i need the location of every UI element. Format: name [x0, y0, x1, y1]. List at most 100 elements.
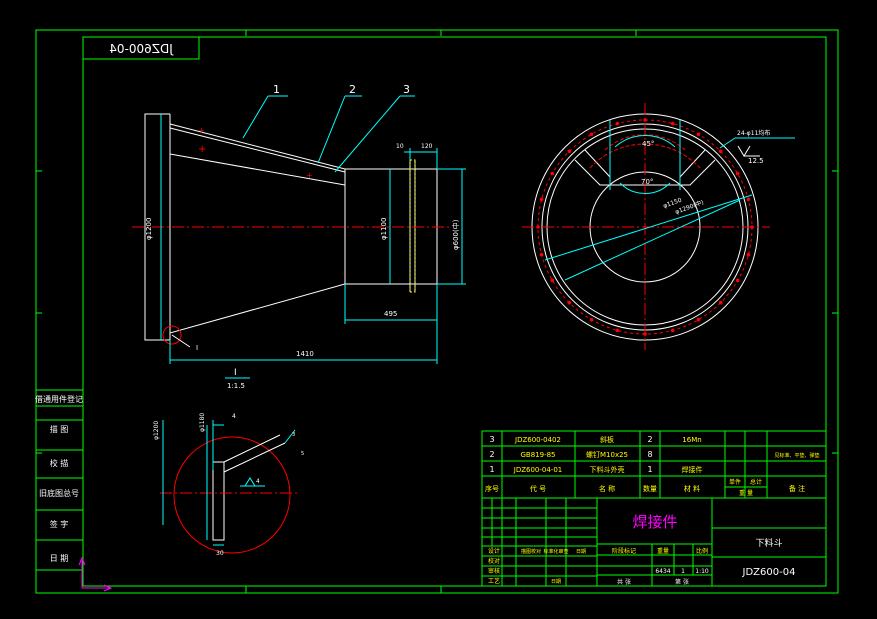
bolt-holes — [536, 118, 754, 336]
mirrored-number: JDZ600-04 — [109, 42, 174, 56]
bom-row1-name: 螺钉M10x25 — [586, 450, 628, 459]
sig-date-1: 日期 — [576, 549, 586, 555]
detail-4: 4 — [232, 413, 236, 420]
dim-70: 70° — [641, 178, 653, 186]
detail-scale: 1:1.5 — [227, 382, 245, 390]
bom-row2-qty: 1 — [647, 465, 652, 474]
detail-5: 5 — [301, 451, 304, 457]
svg-text:+: + — [198, 126, 205, 135]
svg-text:+: + — [198, 144, 206, 155]
bolt-hole — [567, 300, 572, 305]
detail-4b: 4 — [256, 478, 260, 485]
bolt-hole — [615, 121, 620, 126]
bom-row1-note: 见标准、平垫、弹垫 — [774, 452, 819, 459]
sheets-total: 共 张 — [617, 578, 631, 586]
qty-value: 1 — [681, 568, 685, 575]
bolt-hole — [567, 149, 572, 154]
balloon-3: 3 — [403, 83, 410, 96]
bolt-hole — [670, 121, 675, 126]
left-label-4: 签 字 — [50, 519, 69, 529]
dim-495: 495 — [384, 310, 397, 318]
dim-d1100: φ1100 — [380, 218, 388, 240]
dim-45: 45° — [642, 140, 654, 148]
bolt-hole — [643, 118, 647, 122]
bom-h-weight: 重 量 — [739, 489, 753, 497]
dim-120: 120 — [421, 143, 433, 150]
detail-view — [160, 377, 300, 554]
bolt-hole — [735, 278, 740, 283]
bolt-hole — [696, 132, 701, 137]
weight-value: 6434 — [655, 568, 670, 575]
svg-text:+: + — [306, 171, 313, 180]
bom-h-name: 名 称 — [599, 484, 615, 493]
front-dimensions — [160, 114, 466, 364]
bom-row2-no: 1 — [489, 465, 494, 474]
front-view: + + + I — [132, 113, 450, 352]
bom-row1-no: 2 — [489, 450, 494, 459]
dim-d600: φ600(中) — [451, 219, 460, 250]
detail-30: 30 — [216, 550, 224, 557]
bolt-hole — [550, 171, 555, 176]
bom-h-total: 总计 — [750, 478, 762, 486]
weight-label: 重量 — [657, 547, 669, 555]
bom-row1-code: GB819-85 — [520, 451, 555, 459]
bom-row0-mat: 16Mn — [682, 436, 701, 444]
bolt-hole — [718, 300, 723, 305]
title-block — [481, 497, 827, 587]
left-label-1: 描 图 — [50, 424, 69, 434]
detail-d1200: φ1200 — [153, 421, 160, 440]
scale-value: 1:10 — [695, 568, 709, 575]
circular-view — [522, 103, 795, 350]
dim-holes: 24-φ11均布 — [737, 129, 770, 137]
sig-date-2: 日期 — [551, 579, 561, 585]
ref-I: I — [196, 344, 198, 352]
bolt-hole — [750, 225, 754, 229]
bolt-hole — [550, 278, 555, 283]
bom-h-mat: 材 料 — [684, 484, 700, 493]
bolt-hole — [536, 225, 540, 229]
bolt-hole — [589, 132, 594, 137]
detail-d1180: φ1180 — [199, 413, 206, 432]
bolt-hole — [696, 317, 701, 322]
bom-h-code: 代 号 — [530, 484, 546, 493]
mirrored-number-box: JDZ600-04 — [82, 36, 200, 60]
left-sign-column: 借通用件登记 描 图 校 描 旧底图总号 签 字 日 期 — [35, 389, 84, 571]
part-name: 焊接件 — [632, 513, 677, 531]
sig-review: 审核 — [488, 567, 500, 575]
bom-row0-name: 斜板 — [600, 435, 614, 444]
left-label-5: 日 期 — [50, 554, 69, 563]
ucs-icon — [78, 556, 113, 592]
balloons — [242, 95, 415, 173]
sig-design: 设计 — [488, 547, 500, 555]
detail-id: I — [234, 368, 237, 378]
bom-row0-no: 3 — [489, 435, 494, 444]
left-label-2: 校 描 — [50, 458, 69, 468]
sig-std: 标准化审查 — [543, 548, 568, 555]
stage-label: 阶段标记 — [612, 547, 636, 555]
bom-row0-code: JDZ600-0402 — [514, 436, 561, 444]
balloon-2: 2 — [349, 83, 356, 96]
bolt-hole — [539, 197, 544, 202]
drawing-number: JDZ600-04 — [742, 567, 796, 578]
roughness: 12.5 — [748, 157, 764, 165]
assembly-name: 下料斗 — [755, 537, 782, 549]
bolt-hole — [735, 171, 740, 176]
left-label-3: 旧底图总号 — [39, 488, 79, 498]
sig-process: 工艺 — [488, 577, 500, 585]
scale-label: 比例 — [696, 547, 708, 555]
left-label-0: 借通用件登记 — [35, 394, 83, 404]
bolt-hole — [718, 149, 723, 154]
outer-border — [35, 29, 839, 594]
sig-check: 校对 — [488, 557, 500, 565]
bolt-hole — [589, 317, 594, 322]
bolt-hole — [643, 332, 647, 336]
bom-h-single: 单件 — [729, 478, 741, 486]
bom-row1-qty: 8 — [647, 450, 652, 459]
bolt-hole — [746, 252, 751, 257]
bom-h-note: 备 注 — [789, 484, 805, 493]
sheet-n: 第 张 — [675, 578, 689, 586]
bolt-hole — [746, 197, 751, 202]
bom-row2-name: 下料斗外壳 — [590, 465, 625, 474]
bom-row2-mat: 焊接件 — [682, 465, 703, 474]
